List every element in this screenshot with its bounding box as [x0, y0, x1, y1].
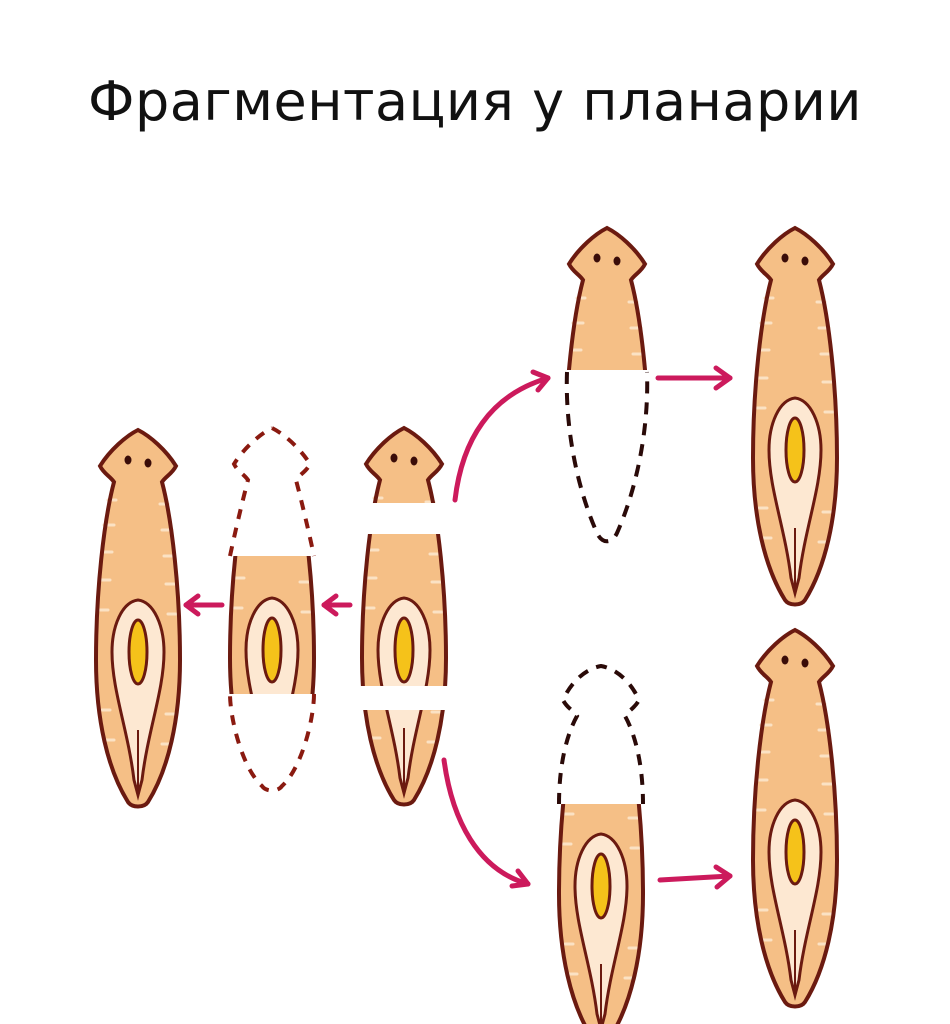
- arrow-icon: [441, 757, 531, 889]
- arrow-icon: [183, 593, 225, 617]
- arrow-icon: [655, 365, 733, 391]
- arrow-icon: [321, 593, 353, 617]
- planarian-regenerated-left: [96, 430, 180, 807]
- planarian-cut: [362, 428, 446, 805]
- planarian-regenerated-top: [753, 228, 837, 605]
- planarian-middle-fragment: [230, 426, 314, 793]
- planarian-head-fragment: [565, 228, 649, 544]
- planarian-regenerated-bottom: [753, 630, 837, 1007]
- arrow-icon: [657, 864, 733, 890]
- planarian-tail-fragment: [559, 663, 643, 1024]
- page-title: Фрагментация у планарии: [88, 70, 862, 133]
- arrow-icon: [452, 369, 551, 503]
